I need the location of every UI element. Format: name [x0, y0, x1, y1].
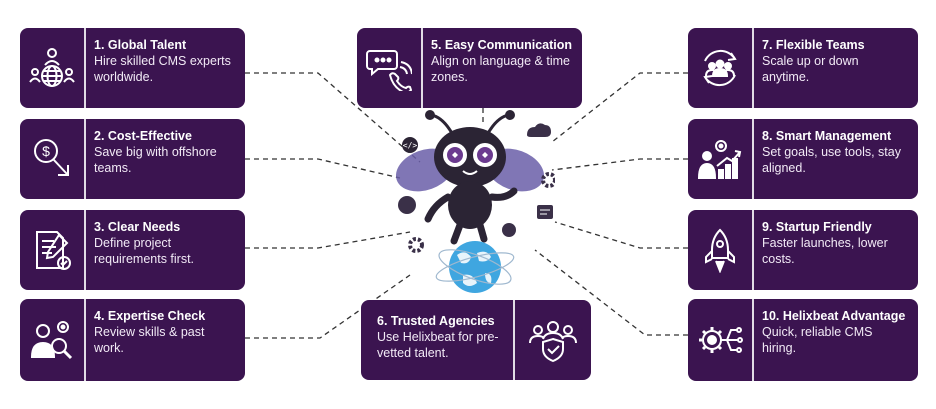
manager-growth-chart-icon [688, 119, 754, 199]
dollar-down-arrow-icon: $ [20, 119, 86, 199]
globe-illustration [435, 241, 515, 293]
rocket-icon [688, 210, 754, 290]
connector-global-talent [245, 72, 421, 163]
team-shield-icon [513, 300, 591, 380]
mascot-head [434, 127, 506, 187]
gear-icon-small [408, 237, 424, 253]
gear-circuit-icon [688, 299, 754, 381]
card-clear-needs: 3. Clear Needs Define project requiremen… [20, 210, 245, 290]
card-description: Use Helixbeat for pre-vetted talent. [377, 330, 499, 360]
card-title: 1. Global Talent [94, 38, 187, 52]
card-description: Scale up or down anytime. [762, 54, 859, 84]
cloud-badge-icon-right [502, 223, 516, 237]
connector-startup-friendly [554, 221, 688, 249]
card-startup-friendly: 9. Startup Friendly Faster launches, low… [688, 210, 918, 290]
card-title: 9. Startup Friendly [762, 220, 872, 234]
svg-text:</>: </> [403, 141, 418, 150]
card-description: Quick, reliable CMS hiring. [762, 325, 873, 355]
people-globe-icon [20, 28, 86, 108]
chat-phone-icon [357, 28, 423, 108]
card-title: 6. Trusted Agencies [377, 314, 495, 328]
card-title: 3. Clear Needs [94, 220, 181, 234]
card-cost-effective: $ 2. Cost-Effective Save big with offsho… [20, 119, 245, 199]
cloud-icon [527, 123, 551, 137]
card-description: Set goals, use tools, stay aligned. [762, 145, 901, 175]
svg-text:$: $ [42, 143, 50, 159]
card-title: 5. Easy Communication [431, 38, 573, 52]
card-description: Hire skilled CMS experts worldwide. [94, 54, 231, 84]
cloud-badge-icon [398, 196, 416, 214]
card-flexible-teams: 7. Flexible Teams Scale up or down anyti… [688, 28, 918, 108]
connector-cost-effective [245, 158, 401, 179]
connector-expertise-check [245, 274, 411, 339]
connector-flexible-teams [551, 72, 688, 143]
card-title: 4. Expertise Check [94, 309, 206, 323]
card-title: 7. Flexible Teams [762, 38, 865, 52]
card-title: 10. Helixbeat Advantage [762, 309, 906, 323]
connector-clear-needs [245, 231, 411, 249]
bee-mascot-illustration: </> [395, 110, 555, 293]
card-title: 8. Smart Management [762, 129, 892, 143]
document-pen-icon [20, 210, 86, 290]
person-gear-magnifier-icon [20, 299, 86, 381]
card-description: Align on language & time zones. [431, 54, 570, 84]
card-global-talent: 1. Global Talent Hire skilled CMS expert… [20, 28, 245, 108]
gear-icon [541, 172, 555, 188]
card-description: Faster launches, lower costs. [762, 236, 888, 266]
browser-window-icon [537, 205, 553, 219]
card-helixbeat-advantage: 10. Helixbeat Advantage Quick, reliable … [688, 299, 918, 381]
card-easy-communication: 5. Easy Communication Align on language … [357, 28, 582, 108]
connector-smart-management [551, 158, 688, 171]
card-title: 2. Cost-Effective [94, 129, 192, 143]
connector-helixbeat-advantage [534, 249, 688, 336]
code-bubble-icon [402, 137, 418, 153]
mascot-body [448, 181, 492, 229]
card-description: Review skills & past work. [94, 325, 205, 355]
card-smart-management: 8. Smart Management Set goals, use tools… [688, 119, 918, 199]
card-expertise-check: 4. Expertise Check Review skills & past … [20, 299, 245, 381]
card-trusted-agencies: 6. Trusted Agencies Use Helixbeat for pr… [361, 300, 591, 380]
card-description: Save big with offshore teams. [94, 145, 217, 175]
card-description: Define project requirements first. [94, 236, 195, 266]
team-cycle-icon [688, 28, 754, 108]
